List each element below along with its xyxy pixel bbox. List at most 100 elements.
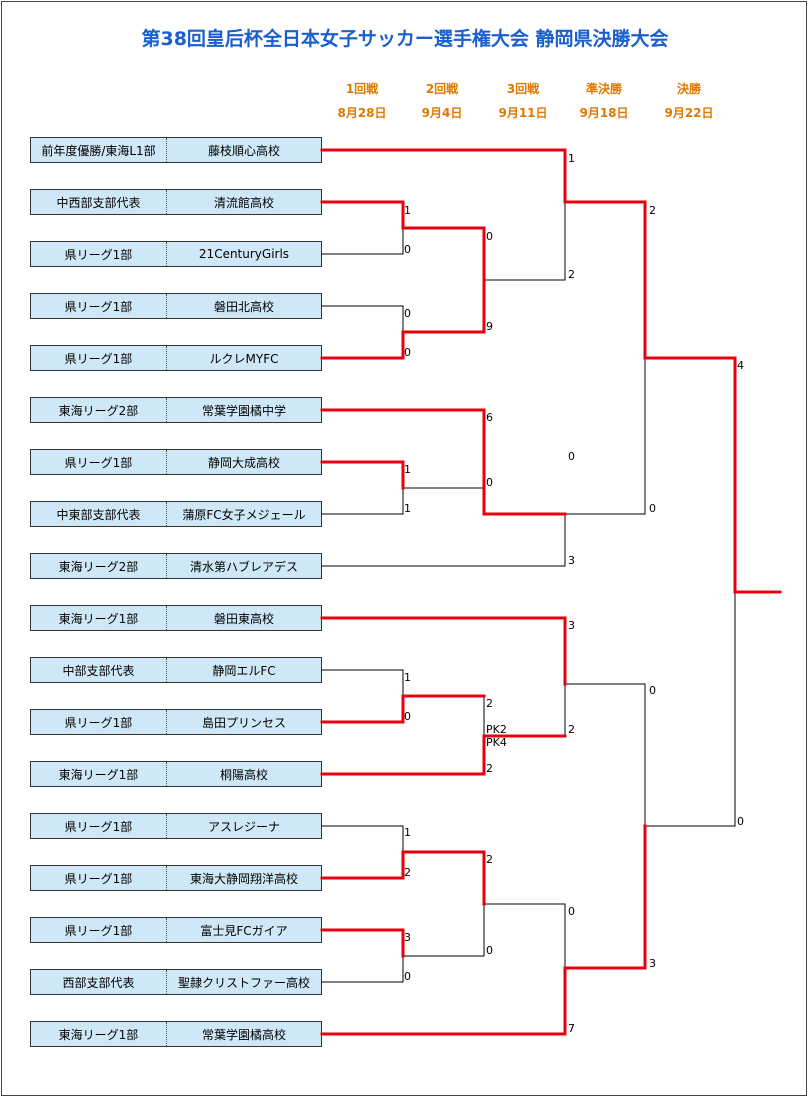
round-name: 決勝 — [676, 82, 701, 96]
team-division: 中部支部代表 — [31, 658, 167, 682]
team-division: 県リーグ1部 — [31, 294, 167, 318]
team-division: 県リーグ1部 — [31, 450, 167, 474]
loser-line — [644, 591, 736, 827]
match-score: 1 — [404, 671, 411, 684]
match-score: 1 — [404, 463, 411, 476]
team-row: 県リーグ1部ルクレMYFC — [30, 345, 322, 371]
round-name: 2回戦 — [425, 82, 459, 96]
match-score: 3 — [568, 554, 575, 567]
team-name: ルクレMYFC — [209, 351, 279, 366]
match-score: 1 — [404, 204, 411, 217]
team-division: 県リーグ1部 — [31, 814, 167, 838]
team-name: 清水第ハブレアデス — [189, 559, 298, 574]
loser-line — [321, 955, 404, 983]
winner-line — [320, 148, 782, 594]
pk-score: PK2 — [486, 723, 507, 736]
match-score: 3 — [649, 957, 656, 970]
team-row: 県リーグ1部 磐田北高校 — [30, 293, 322, 319]
match-score: 2 — [404, 866, 411, 879]
winner-line — [320, 460, 405, 490]
team-name: 清流館高校 — [213, 195, 274, 210]
winner-line — [320, 734, 567, 776]
team-row: 東海リーグ1部常葉学園橘高校 — [30, 1021, 322, 1047]
loser-line — [402, 903, 485, 957]
team-division: 県リーグ1部 — [31, 866, 167, 890]
team-division: 東海リーグ2部 — [31, 554, 167, 578]
match-score: 0 — [649, 502, 656, 515]
match-score: 0 — [404, 346, 411, 359]
team-division: 中西部支部代表 — [31, 190, 167, 214]
team-division: 前年度優勝/東海L1部 — [31, 138, 167, 162]
match-score: 0 — [404, 970, 411, 983]
match-score: 0 — [568, 905, 575, 918]
team-name: アスレジーナ — [207, 819, 280, 834]
match-score: 0 — [486, 476, 493, 489]
team-division: 東海リーグ1部 — [31, 606, 167, 630]
match-score: 7 — [568, 1022, 575, 1035]
team-name: 藤枝順心高校 — [207, 143, 280, 158]
team-division: 東海リーグ1部 — [31, 1022, 167, 1046]
winner-line — [320, 850, 486, 906]
round-date: 8月28日 — [337, 106, 387, 120]
winner-line — [320, 824, 647, 1036]
team-row: 県リーグ1部 富士見FCガイア — [30, 917, 322, 943]
team-name: 富士見FCガイア — [200, 923, 288, 938]
round-name: 3回戦 — [506, 82, 540, 96]
match-score: 9 — [486, 320, 493, 333]
team-name: 常葉学園橘中学 — [201, 403, 286, 418]
page-title: 第38回皇后杯全日本女子サッカー選手権大会 静岡県決勝大会 — [141, 28, 669, 50]
round-date: 9月11日 — [498, 106, 548, 120]
team-division: 県リーグ1部 — [31, 242, 167, 266]
match-score: 0 — [737, 815, 744, 828]
round-date: 9月4日 — [421, 106, 463, 120]
match-score: 1 — [404, 826, 411, 839]
pk-score: PK4 — [486, 736, 507, 749]
match-score: 2 — [568, 268, 575, 281]
match-score: 0 — [404, 710, 411, 723]
team-row: 県リーグ1部 東海大静岡翔洋高校 — [30, 865, 322, 891]
match-score: 2 — [486, 762, 493, 775]
winner-line — [320, 616, 567, 686]
team-name: 島田プリンセス — [201, 715, 286, 730]
team-name: 聖隷クリストファー高校 — [177, 975, 310, 990]
match-score: 3 — [568, 619, 575, 632]
round-header-2: 2回戦 9月4日 — [397, 82, 487, 120]
match-score: 6 — [486, 411, 493, 424]
loser-line — [564, 683, 646, 827]
team-row: 前年度優勝/東海L1部 藤枝順心高校 — [30, 137, 322, 163]
winner-line — [320, 408, 567, 516]
team-row: 県リーグ1部島田プリンセス — [30, 709, 322, 735]
winner-line — [320, 928, 405, 958]
loser-line — [321, 305, 404, 333]
team-row: 中西部支部代表 清流館高校 — [30, 189, 322, 215]
loser-line — [483, 201, 566, 281]
team-name: 静岡エルFC — [212, 663, 276, 678]
loser-line — [321, 513, 566, 567]
match-score: 0 — [404, 307, 411, 320]
team-row: 東海リーグ2部常葉学園橘中学 — [30, 397, 322, 423]
team-row: 西部支部代表聖隷クリストファー高校 — [30, 969, 322, 995]
team-row: 県リーグ1部静岡大成高校 — [30, 449, 322, 475]
team-name: 蒲原FC女子メジェール — [182, 507, 306, 522]
match-score: 4 — [737, 359, 744, 372]
loser-line — [564, 357, 646, 515]
team-name: 磐田北高校 — [213, 299, 274, 314]
loser-line — [321, 669, 404, 697]
team-row: 東海リーグ1部磐田東高校 — [30, 605, 322, 631]
loser-line — [321, 487, 404, 515]
round-header-1: 1回戦 8月28日 — [317, 82, 407, 120]
team-row: 県リーグ1部 アスレジーナ — [30, 813, 322, 839]
match-score: 2 — [486, 853, 493, 866]
team-name: 東海大静岡翔洋高校 — [189, 871, 298, 886]
loser-line — [402, 227, 485, 281]
round-date: 9月22日 — [664, 106, 714, 120]
team-division: 県リーグ1部 — [31, 918, 167, 942]
match-score: 0 — [486, 230, 493, 243]
team-row: 東海リーグ2部 清水第ハブレアデス — [30, 553, 322, 579]
loser-line — [321, 825, 404, 853]
loser-line — [402, 435, 485, 489]
team-division: 西部支部代表 — [31, 970, 167, 994]
